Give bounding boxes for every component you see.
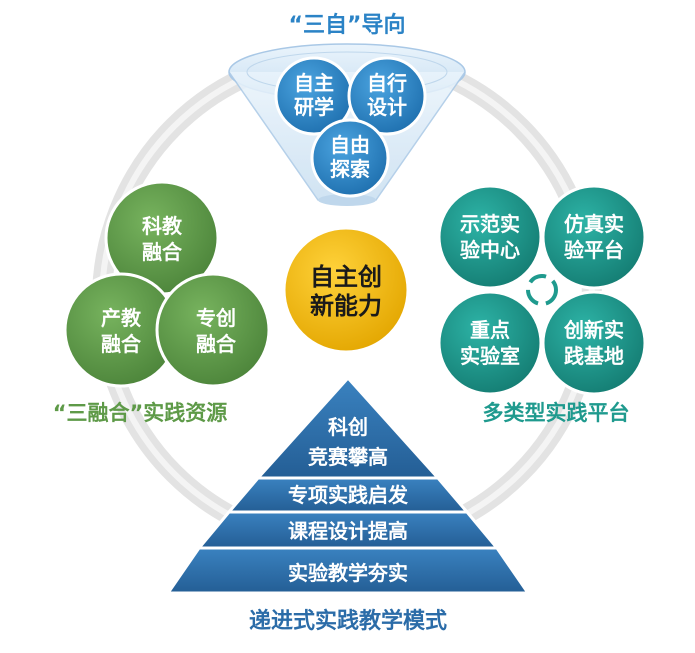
svg-text:自由: 自由: [330, 133, 370, 157]
circle-spec-innov: 专创 融合: [155, 272, 271, 388]
right-connector: [526, 274, 558, 306]
svg-text:融合: 融合: [101, 332, 142, 356]
circle-free-explore: 自由 探索: [310, 118, 390, 198]
svg-text:设计: 设计: [367, 95, 407, 119]
circle-key-lab: 重点 实验室: [437, 290, 543, 396]
svg-text:仿真实: 仿真实: [564, 212, 624, 236]
svg-text:探索: 探索: [330, 157, 370, 181]
svg-text:研学: 研学: [294, 95, 334, 119]
svg-text:自行: 自行: [367, 71, 407, 95]
circle-self-design: 自行 设计: [347, 56, 427, 136]
svg-text:验中心: 验中心: [460, 238, 520, 262]
svg-text:课程设计提高: 课程设计提高: [288, 519, 408, 543]
svg-text:竞赛攀高: 竞赛攀高: [308, 445, 388, 469]
left-title: “三融合”实践资源: [53, 401, 228, 425]
svg-text:自主: 自主: [294, 71, 334, 95]
top-title: “三自”导向: [289, 12, 406, 38]
svg-text:科创: 科创: [328, 415, 368, 439]
svg-text:实验室: 实验室: [460, 344, 520, 368]
svg-text:新能力: 新能力: [310, 292, 382, 320]
center-circle: 自主创 新能力: [282, 226, 410, 354]
svg-text:践基地: 践基地: [564, 344, 624, 368]
svg-text:专项实践启发: 专项实践启发: [288, 483, 409, 507]
svg-text:自主创: 自主创: [310, 263, 382, 291]
circle-demo-center: 示范实 验中心: [437, 184, 543, 290]
pyramid-level-4: [165, 546, 531, 595]
pyramid: 科创 竞赛攀高 专项实践启发 课程设计提高 实验教学夯实: [165, 375, 531, 595]
pyramid-title: 递进式实践教学模式: [249, 608, 447, 634]
svg-text:示范实: 示范实: [460, 212, 520, 236]
circle-self-study: 自主 研学: [274, 56, 354, 136]
svg-text:重点: 重点: [470, 318, 510, 342]
svg-text:专创: 专创: [196, 306, 236, 330]
circle-sim-platform: 仿真实 验平台: [541, 184, 647, 290]
svg-text:融合: 融合: [142, 240, 183, 264]
circle-innov-base: 创新实 践基地: [541, 290, 647, 396]
svg-text:验平台: 验平台: [564, 238, 624, 262]
svg-text:科教: 科教: [142, 214, 183, 238]
svg-text:创新实: 创新实: [563, 318, 624, 342]
svg-text:产教: 产教: [101, 306, 142, 330]
circle-sci-edu: 科教 融合: [104, 180, 220, 296]
svg-text:融合: 融合: [196, 332, 237, 356]
svg-text:实验教学夯实: 实验教学夯实: [288, 561, 408, 585]
right-title: 多类型实践平台: [483, 401, 630, 425]
